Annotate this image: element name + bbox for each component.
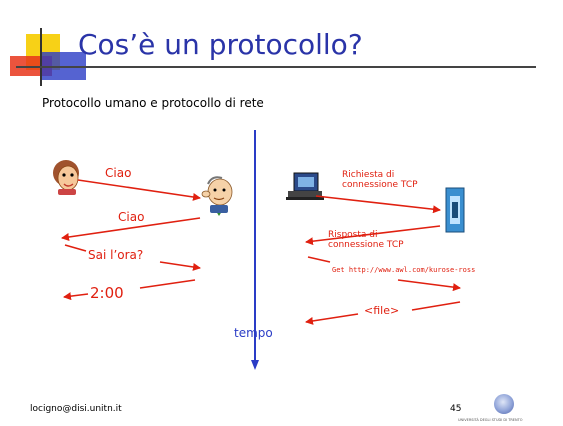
page-number: 45 <box>450 404 462 414</box>
slide-title: Cos’è un protocollo? <box>78 28 363 61</box>
arrow-time-a <box>139 279 196 289</box>
arrow-ciao-1 <box>77 179 201 201</box>
label-response-2: connessione TCP <box>328 240 404 250</box>
seal-caption: UNIVERSITÀ DEGLI STUDI DI TRENTO <box>458 418 523 422</box>
arrow-get-b <box>397 279 461 292</box>
label-sai-ora: Sai l’ora? <box>88 248 144 262</box>
person-man-icon <box>201 176 233 216</box>
timeline-arrowhead <box>251 360 259 370</box>
arrow-ora-a <box>64 244 87 252</box>
arrow-file-b <box>305 313 359 325</box>
server-icon <box>445 187 465 233</box>
footer-email: locigno@disi.unitn.it <box>30 404 122 414</box>
label-get-request: Get http://www.awl.com/kurose-ross <box>332 266 476 274</box>
arrow-response <box>305 225 441 246</box>
slide-subtitle: Protocollo umano e protocollo di rete <box>42 96 264 110</box>
label-request-1: Richiesta di <box>342 170 395 180</box>
arrow-file-a <box>411 301 461 311</box>
arrow-get-a <box>307 256 331 263</box>
label-tempo: tempo <box>234 326 273 340</box>
arrow-request <box>315 195 441 214</box>
arrow-time-b <box>63 292 89 301</box>
label-ciao-2: Ciao <box>118 210 145 224</box>
computer-icon <box>286 172 324 200</box>
university-seal-icon <box>494 394 514 414</box>
label-request-2: connessione TCP <box>342 180 418 190</box>
title-decoration-vline <box>40 28 42 86</box>
person-woman-icon <box>53 160 79 195</box>
label-ciao-1: Ciao <box>105 166 132 180</box>
label-time: 2:00 <box>90 284 124 302</box>
arrow-ciao-2 <box>61 217 201 241</box>
label-file: <file> <box>364 304 400 317</box>
title-underline <box>16 66 536 68</box>
label-response-1: Risposta di <box>328 230 378 240</box>
arrow-ora-b <box>159 261 201 271</box>
